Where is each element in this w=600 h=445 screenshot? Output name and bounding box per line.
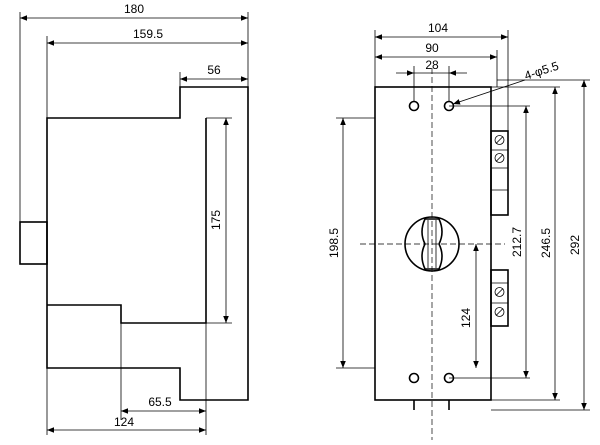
dim-104: 104 — [428, 21, 448, 35]
terminal-block-bottom — [490, 269, 509, 327]
side-view: 180 159.5 56 175 65.5 124 — [19, 2, 249, 435]
side-view-outline — [46, 86, 249, 401]
dim-292: 292 — [568, 235, 582, 255]
dim-198-5: 198.5 — [327, 228, 341, 258]
dim-212-7: 212.7 — [510, 227, 524, 257]
front-view-plate — [374, 86, 492, 401]
dim-65-5: 65.5 — [148, 395, 172, 409]
dim-124-bottom: 124 — [114, 415, 134, 429]
terminal-block-top — [490, 130, 509, 216]
dim-175: 175 — [209, 210, 223, 230]
dim-246-5: 246.5 — [539, 228, 553, 258]
dim-90: 90 — [425, 41, 439, 55]
dim-159-5: 159.5 — [133, 27, 163, 41]
dim-124-front: 124 — [459, 308, 473, 328]
hole-callout-leader — [452, 79, 526, 105]
mounting-hole-bottom-left — [408, 372, 420, 384]
dim-28: 28 — [425, 58, 439, 72]
front-view: 104 90 28 4-φ5.5 198.5 124 212.7 246.5 2… — [327, 21, 590, 440]
side-view-inner-step — [47, 118, 207, 324]
hole-callout: 4-φ5.5 — [523, 59, 561, 83]
mounting-hole-top-left — [408, 100, 420, 112]
dim-180: 180 — [124, 2, 144, 16]
dim-56: 56 — [207, 63, 221, 77]
side-view-knob — [19, 221, 48, 265]
